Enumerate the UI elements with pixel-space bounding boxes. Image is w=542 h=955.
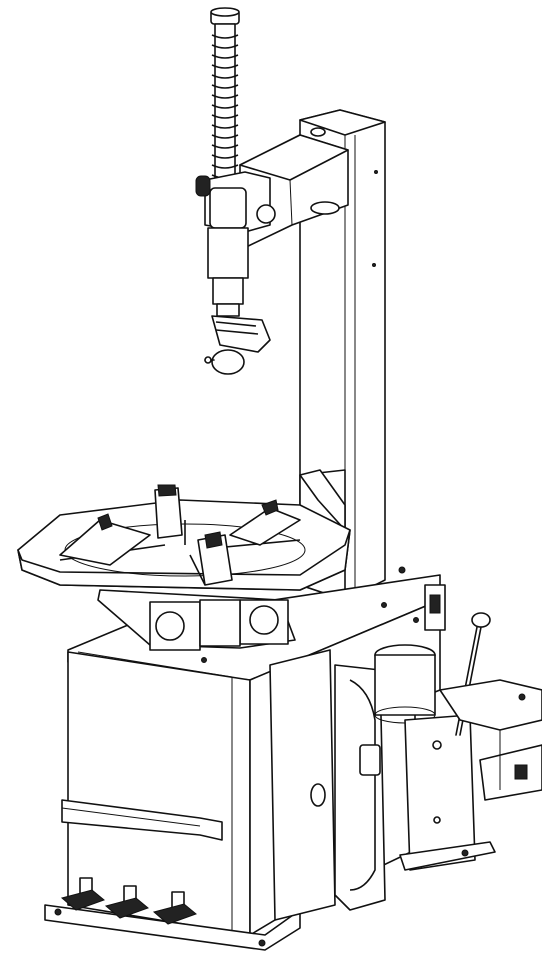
jaw-left — [59, 513, 151, 566]
pedal-right — [152, 891, 197, 925]
bead-breaker — [269, 584, 496, 921]
pedal-middle — [104, 885, 149, 919]
jaw-front — [197, 531, 233, 586]
jaw-right — [229, 499, 301, 546]
jaw-back — [154, 484, 183, 539]
turntable-jaws — [59, 484, 301, 586]
foot-pedals — [60, 877, 197, 925]
spindle-assembly — [195, 7, 276, 375]
pedal-left — [60, 877, 105, 911]
side-arm — [439, 679, 542, 801]
coil-spring — [211, 34, 239, 179]
